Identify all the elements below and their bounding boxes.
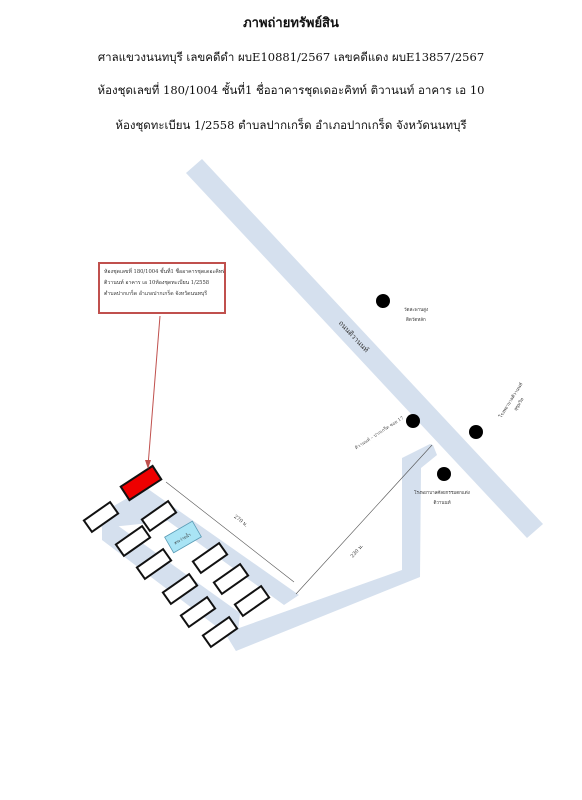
roads <box>98 159 543 651</box>
building-b3 <box>233 584 271 618</box>
unit-callout-box: ห้องชุดเลขที่ 180/1004 ชั้นที่1 ชื่ออาคา… <box>98 262 226 314</box>
court-case-line: ศาลแขวงนนทบุรี เลขคดีดำ ผบE10881/2567 เล… <box>97 50 485 64</box>
temple-sublabel: ติดวัดหลัก <box>406 317 426 323</box>
school-marker-icon <box>469 425 483 439</box>
target-unit <box>119 464 163 502</box>
building-a2 <box>140 499 178 533</box>
callout-line-1: ห้องชุดเลขที่ 180/1004 ชั้นที่1 ชื่ออาคา… <box>104 269 226 275</box>
temple-label: วัดสะพานสูง <box>404 307 428 313</box>
dimension-lines <box>165 444 433 595</box>
landmarks <box>376 294 483 481</box>
distance-270-label: 270 ม. <box>232 514 249 529</box>
market-marker-icon <box>437 467 451 481</box>
building-a1 <box>82 500 120 534</box>
building-b1 <box>191 541 229 575</box>
building-a4 <box>135 547 173 581</box>
building-a3 <box>114 524 152 558</box>
building-a6 <box>179 595 217 629</box>
dimension-line-270 <box>165 481 295 583</box>
callout-line-3: ตำบลปากเกร็ด อำเภอปากเกร็ด จังหวัดนนทบุร… <box>104 291 208 297</box>
soi-label: ติวานนท์ – ปากเกร็ด ซอย 17 <box>353 413 405 451</box>
dimension-line-230 <box>295 444 433 595</box>
soi-marker-icon <box>406 414 420 428</box>
main-road <box>186 159 543 538</box>
callout-arrowhead <box>145 460 151 469</box>
building-b2 <box>212 562 250 596</box>
callout-line-2: ติวานนท์ อาคาร เอ 10ห้องชุดทะเบียน 1/255… <box>104 280 210 286</box>
temple-marker-icon <box>376 294 390 308</box>
buildings <box>82 499 271 649</box>
page-title: ภาพถ่ายทรัพย์สิน <box>243 16 339 31</box>
soi-road <box>225 444 437 651</box>
location-line: ห้องชุดทะเบียน 1/2558 ตำบลปากเกร็ด อำเภอ… <box>115 118 467 132</box>
swimming-pool <box>164 520 202 554</box>
building-a5 <box>161 572 199 606</box>
compound-road-inner <box>102 520 240 651</box>
unit-info-line: ห้องชุดเลขที่ 180/1004 ชั้นที่1 ชื่ออาคา… <box>97 83 485 97</box>
market-label: โรงพยาบาลศัลยกรรมตกแต่ง <box>414 489 470 496</box>
market-sublabel: ติวานนท์ <box>433 499 450 506</box>
building-a7 <box>201 615 239 649</box>
distance-230-label: 230 ม. <box>350 543 365 559</box>
callout-arrow <box>147 315 161 467</box>
